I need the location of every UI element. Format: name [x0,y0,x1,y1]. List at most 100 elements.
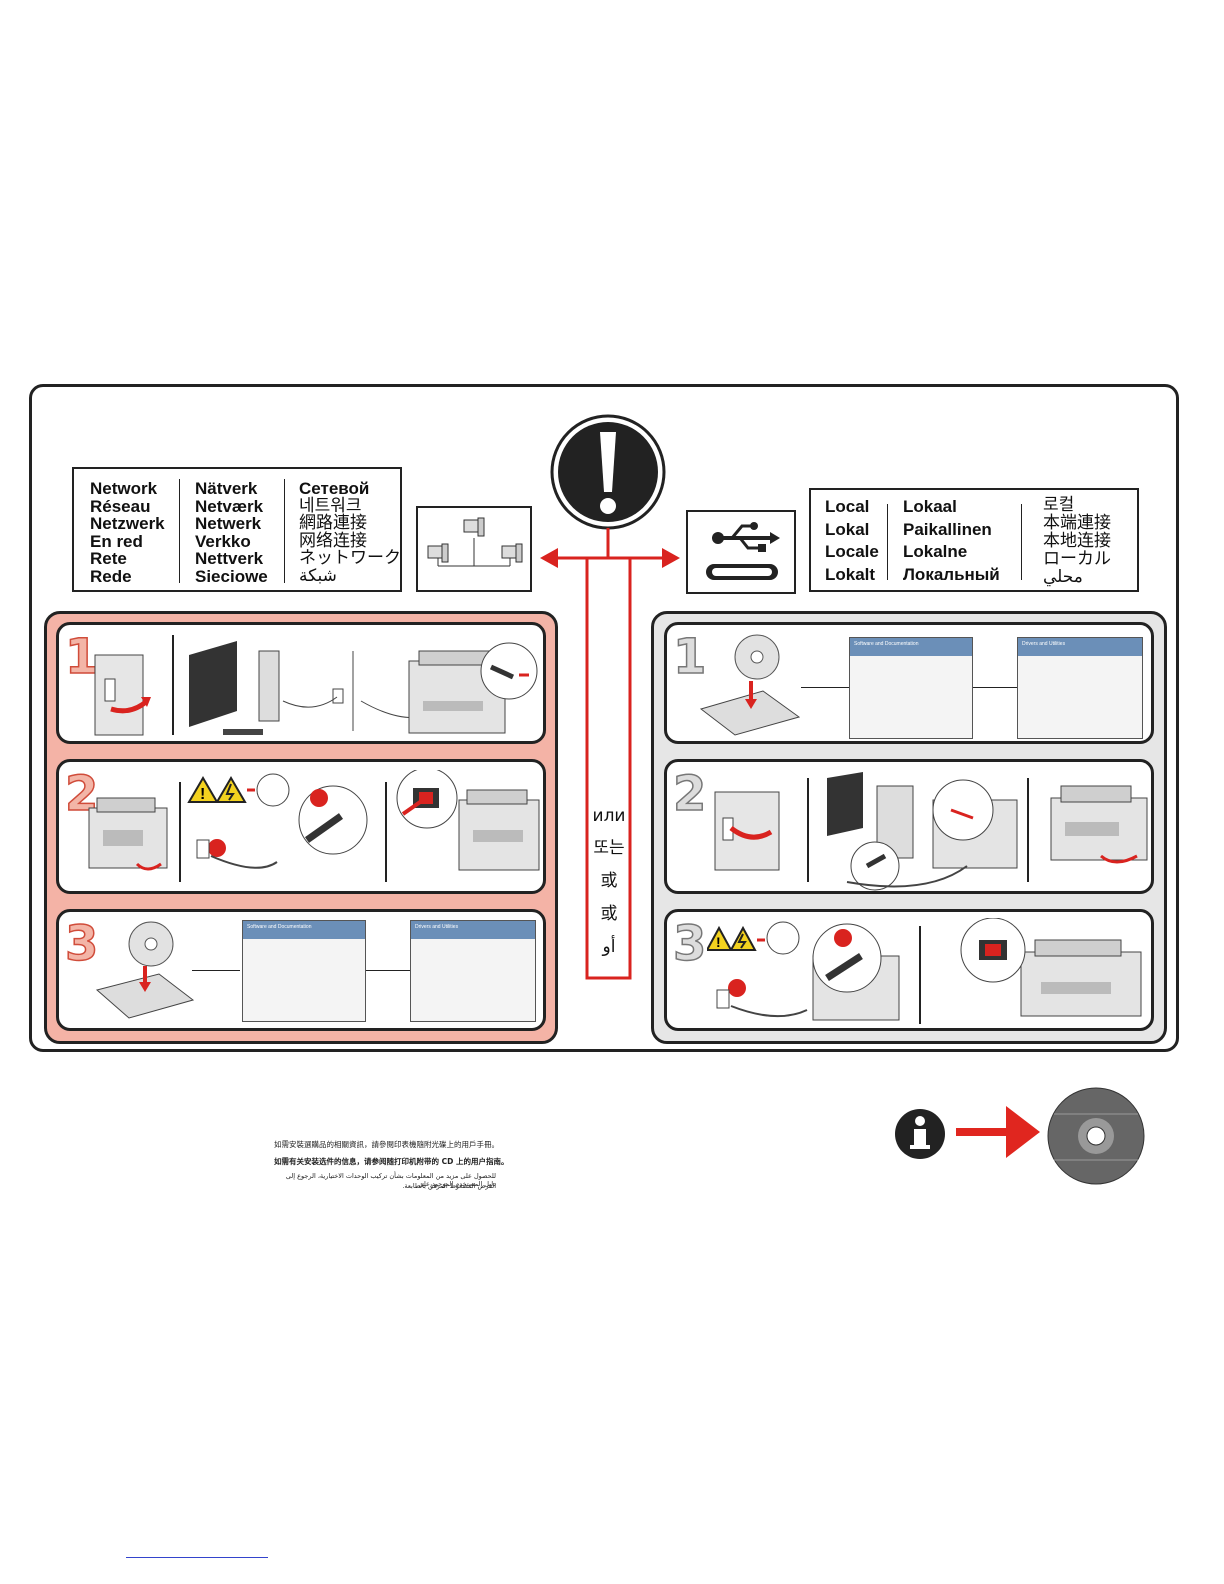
label-text: Local [825,497,870,516]
divider [172,635,174,735]
power-switch-illustration [960,918,1142,1017]
warning-icon [550,414,666,530]
svg-text:!: ! [716,934,721,950]
window-title: Drivers and Utilities [1018,638,1142,656]
label-text: Lokaal [903,497,957,516]
local-labels-col3: 로컬 本端連接 本地连接 ローカル محلي [1043,496,1111,586]
or-word: 或 [600,904,618,924]
connector-line [973,687,1019,688]
label-text: Netwerk [195,514,262,533]
divider [1027,778,1029,882]
label-text: Nätverk [195,479,258,498]
label-text: 네트워크 [299,495,362,516]
network-label-box: Network Réseau Netzwerk En red Rete Rede… [72,467,402,592]
step-number: 3 [64,916,99,972]
or-word: 또는 [593,838,625,858]
label-text: ネットワーク [299,548,401,568]
note-simplified-chinese: 如需有关安装选件的信息，请参阅随打印机附带的 CD 上的用户指南。 [274,1157,509,1166]
label-text: Verkko [195,531,251,551]
step-number: 3 [672,916,707,972]
manual-icon [256,773,290,807]
divider [179,479,180,583]
printer-side-door-illustration [714,791,780,871]
label-text: Network [90,479,158,498]
power-switch-illustration [396,770,540,871]
local-labels-col1: Local Lokal Locale Lokalt [825,496,879,586]
connector-line [192,970,240,971]
label-text: 本地连接 [1043,531,1111,551]
network-icon [427,517,523,567]
network-labels-col1: Network Réseau Netzwerk En red Rete Rede [90,480,165,585]
step-number: 2 [672,766,707,822]
connector-line [801,687,849,688]
drivers-window-screenshot: Drivers and Utilities [410,920,536,1022]
network-icon-box [416,506,532,592]
label-text: 本端連接 [1043,513,1111,533]
network-step-3: 3 Software and Documentation Drivers and… [56,909,546,1031]
label-text: Réseau [90,496,151,516]
usb-icon-box [686,510,796,594]
local-step-2: 2 [664,759,1154,894]
label-text: محلي [1043,567,1083,587]
usb-cable-illustration [827,772,1018,891]
divider [385,782,387,882]
label-text: Netzwerk [90,514,165,533]
label-text: ローカル [1043,549,1111,569]
label-text: Paikallinen [903,519,992,539]
divider [807,778,809,882]
divider [284,479,285,583]
network-connection-illustration [189,641,538,735]
caution-icon [707,925,733,951]
note-traditional-chinese: 如需安裝選購品的相關資訊，請參閱印表機隨附光碟上的用戶手冊。 [274,1140,499,1149]
label-text: Nettverk [195,549,264,568]
note-arabic-line2: القرص المضغوط المرفق بالطابعة. [402,1182,496,1190]
caution-icon [187,776,219,803]
label-text: Locale [825,542,879,561]
window-title: Software and Documentation [850,638,972,656]
label-text: En red [90,531,143,551]
network-step-2: 2 ! [56,759,546,894]
window-title: Drivers and Utilities [411,921,535,939]
shock-icon [729,925,757,951]
info-icon [894,1108,946,1160]
instruction-frame [29,384,1179,1052]
power-cord-illustration: ! [187,773,368,869]
label-text: Lokalt [825,564,876,584]
usb-icon [706,522,780,580]
label-text: Lokal [825,519,870,539]
local-step-1: 1 Software and Documentation Drivers and… [664,622,1154,744]
cd-insert-illustration [95,921,195,1019]
cd-insert-illustration [699,634,801,736]
or-word: или [592,806,626,826]
step-number: 1 [64,629,99,685]
software-window-screenshot: Software and Documentation [849,637,973,739]
printer-illustration [1050,785,1148,864]
or-word: 或 [600,871,618,891]
local-labels-col2: Lokaal Paikallinen Lokalne Локальный [903,496,1000,586]
or-word: أو [602,937,616,957]
window-title: Software and Documentation [243,921,365,939]
printer-side-door-illustration [94,654,151,736]
drivers-window-screenshot: Drivers and Utilities [1017,637,1143,739]
divider [1021,504,1022,580]
software-window-screenshot: Software and Documentation [242,920,366,1022]
connector-line [366,970,412,971]
network-step-1: 1 [56,622,546,744]
label-text: Rede [90,566,132,586]
divider [887,504,888,580]
local-label-box: Local Lokal Locale Lokalt Lokaal Paikall… [809,488,1139,592]
network-labels-col3: Сетевой 네트워크 網路連接 网络连接 ネットワーク شبكة [299,480,401,585]
label-text: Локальный [903,564,1000,584]
bottom-link-line [126,1557,268,1558]
shock-icon [215,776,247,803]
label-text: Сетевой [299,479,370,498]
network-labels-col2: Nätverk Netværk Netwerk Verkko Nettverk … [195,480,268,585]
divider [919,926,921,1024]
label-text: Sieciowe [195,566,268,586]
local-step-3: 3 ! [664,909,1154,1031]
label-text: شبكة [299,565,337,586]
step-number: 1 [672,629,707,685]
note-arabic-line1: للحصول على مزيد من المعلومات بشأن تركيب … [285,1172,496,1188]
label-text: Rete [90,549,127,568]
divider [179,782,181,882]
